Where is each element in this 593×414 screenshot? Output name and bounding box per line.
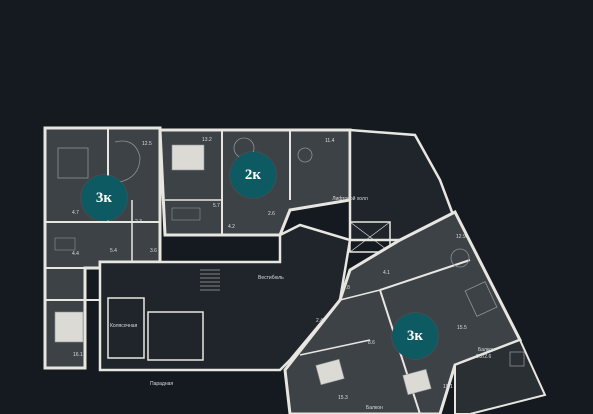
area-label: 15.3 <box>338 395 348 401</box>
apartment-badge-3k-left[interactable]: 3к <box>81 175 127 221</box>
area-label: 15.5 <box>457 325 467 331</box>
area-label: 2.4 <box>316 318 323 324</box>
area-label: 11.4 <box>325 138 335 144</box>
area-label: 4.2 <box>228 224 235 230</box>
area-label: 4.7 <box>72 210 79 216</box>
room-label-lift-hall: Лифтовой холл <box>332 196 368 202</box>
room-label-balcony-bottom: Балкон <box>366 405 383 411</box>
balcony-right <box>454 338 547 414</box>
area-label: 3.6 <box>150 248 157 254</box>
area-label: 2.6 <box>268 211 275 217</box>
room-label-balcony-right-area: 5.2/2.6 <box>476 354 492 360</box>
apartment-3k-right[interactable] <box>283 209 523 414</box>
area-label: 3.8 <box>343 285 350 291</box>
area-label: 4.1 <box>383 270 390 276</box>
area-label: 4.4 <box>72 251 79 257</box>
apartment-badge-3k-right[interactable]: 3к <box>392 313 438 359</box>
area-label: 12.5 <box>142 141 152 147</box>
area-label: 19.1 <box>443 384 453 390</box>
apartment-3k-left[interactable] <box>43 126 162 370</box>
area-label: 5.7 <box>213 203 220 209</box>
area-label: 16.1 <box>73 352 83 358</box>
room-label-balcony-right: Балкон <box>478 347 495 353</box>
room-label-vestibule: Вестибюль <box>258 275 284 281</box>
area-label: 8.6 <box>368 340 375 346</box>
area-label: 13.2 <box>202 137 212 143</box>
area-label: 12.9 <box>456 234 466 240</box>
room-label-entrance: Парадная <box>150 381 174 387</box>
area-label: 5.4 <box>110 248 117 254</box>
room-label-luggage: Колясочная <box>110 323 138 329</box>
apartment-badge-2k[interactable]: 2к <box>230 152 276 198</box>
area-label: 2.3 <box>135 219 142 225</box>
